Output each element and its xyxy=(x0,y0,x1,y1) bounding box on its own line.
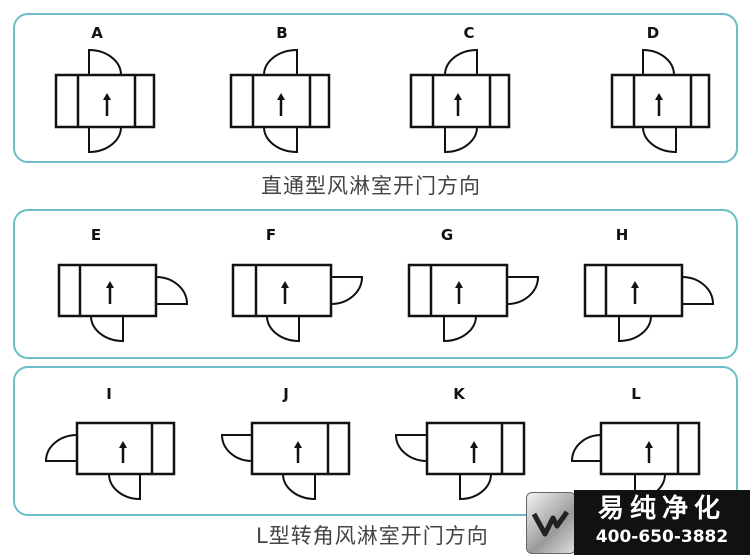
panel-1 xyxy=(13,13,738,163)
unit-j-door-swing-2 xyxy=(282,473,316,501)
unit-d-arrow-head-icon xyxy=(655,93,663,100)
unit-h-arrow-head-icon xyxy=(631,281,639,288)
unit-d-door-swing-2 xyxy=(642,126,677,154)
label-g: G xyxy=(441,226,453,244)
label-j: J xyxy=(282,385,289,403)
unit-c-room xyxy=(409,73,511,129)
unit-i-arrow-head-icon xyxy=(119,441,127,448)
unit-b-door-swing-1 xyxy=(263,48,298,76)
label-a: A xyxy=(91,24,103,42)
panel-3 xyxy=(13,366,738,516)
unit-j-arrow-head-icon xyxy=(294,441,302,448)
unit-g-arrow-head-icon xyxy=(455,281,463,288)
label-f: F xyxy=(266,226,276,244)
unit-e-arrow-head-icon xyxy=(106,281,114,288)
unit-j-room xyxy=(250,421,351,476)
unit-g-room xyxy=(407,263,509,318)
unit-e-door-swing-2 xyxy=(90,315,124,343)
brand-phone: 400-650-3882 xyxy=(595,527,729,547)
label-d: D xyxy=(647,24,659,42)
unit-j-door-swing-1 xyxy=(220,434,253,462)
unit-h-door-swing-1 xyxy=(681,276,715,305)
label-k: K xyxy=(453,385,466,403)
unit-c-door-swing-2 xyxy=(444,126,478,154)
unit-b-door-swing-2 xyxy=(263,126,298,154)
unit-d-door-swing-1 xyxy=(642,48,675,76)
unit-a-door-swing-1 xyxy=(88,48,122,76)
unit-h-room xyxy=(583,263,684,318)
brand-name: 易纯净化 xyxy=(597,494,726,524)
unit-a-room xyxy=(54,73,156,129)
label-l: L xyxy=(631,385,641,403)
panel-2 xyxy=(13,209,738,359)
unit-f-door-swing-1 xyxy=(330,276,364,305)
unit-b-arrow-head-icon xyxy=(277,93,285,100)
unit-c-door-swing-1 xyxy=(444,48,478,76)
unit-i-room xyxy=(75,421,176,476)
unit-a-arrow-head-icon xyxy=(103,93,111,100)
unit-f-arrow-head-icon xyxy=(281,281,289,288)
brand-logo: 易纯净化 400-650-3882 xyxy=(526,490,750,555)
unit-l-door-swing-1 xyxy=(570,434,602,462)
straight-type-caption: 直通型风淋室开门方向 xyxy=(261,174,481,198)
label-e: E xyxy=(91,226,101,244)
unit-d-room xyxy=(610,73,711,129)
unit-h-door-swing-2 xyxy=(618,315,652,343)
unit-a-door-swing-2 xyxy=(88,126,122,154)
unit-e-door-swing-1 xyxy=(155,276,189,305)
unit-k-door-swing-1 xyxy=(394,434,428,462)
unit-k-room xyxy=(425,421,526,476)
unit-k-arrow-head-icon xyxy=(470,441,478,448)
unit-g-door-swing-2 xyxy=(443,315,477,343)
unit-e-room xyxy=(57,263,158,318)
unit-f-room xyxy=(231,263,333,318)
brand-logo-text: 易纯净化 400-650-3882 xyxy=(574,490,750,555)
label-c: C xyxy=(463,24,474,42)
label-i: I xyxy=(106,385,112,403)
unit-l-arrow-head-icon xyxy=(645,441,653,448)
unit-f-door-swing-2 xyxy=(266,315,300,343)
l-type-caption: L型转角风淋室开门方向 xyxy=(256,524,489,548)
unit-k-door-swing-2 xyxy=(459,473,492,501)
unit-i-door-swing-2 xyxy=(108,473,141,501)
unit-c-arrow-head-icon xyxy=(454,93,462,100)
brand-logo-icon xyxy=(526,492,576,554)
label-h: H xyxy=(616,226,629,244)
label-b: B xyxy=(276,24,287,42)
unit-i-door-swing-1 xyxy=(44,434,78,462)
unit-g-door-swing-1 xyxy=(506,276,540,305)
